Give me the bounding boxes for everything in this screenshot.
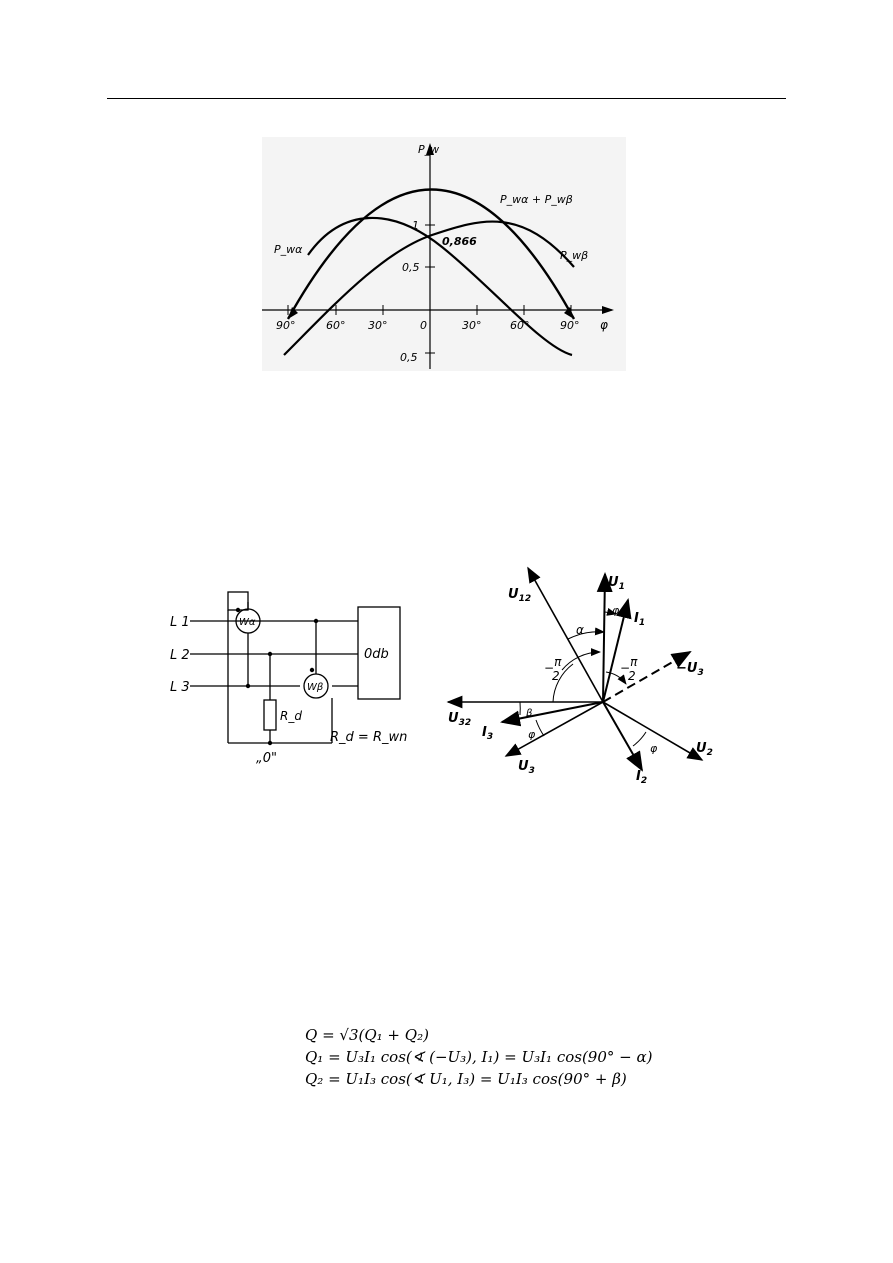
curve-sum <box>286 188 576 320</box>
formula-q: Q = √3(Q₁ + Q₂) <box>305 1026 429 1044</box>
ytick-05: 0,5 <box>402 261 420 274</box>
ytick-1: 1 <box>412 219 419 232</box>
label-beta: P_wβ <box>560 249 588 262</box>
label-sum: P_wα + P_wβ <box>500 193 573 206</box>
xtick-90-right: 90° <box>560 319 580 332</box>
formula-block: Q = √3(Q₁ + Q₂) Q₁ = U₃I₁ cos(∢ (−U₃), I… <box>305 1024 685 1090</box>
load-label: 0db <box>364 647 389 662</box>
wattmeter-beta: Wβ <box>307 682 324 693</box>
xtick-90-left: 90° <box>276 319 296 332</box>
formula-q1: Q₁ = U₃I₁ cos(∢ (−U₃), I₁) = U₃I₁ cos(90… <box>305 1048 653 1066</box>
power-curves-figure: P_w φ P_wα + P_wβ P_wα P_wβ 0,866 1 0,5 … <box>262 137 626 371</box>
angle-phi-2: φ <box>528 728 536 741</box>
y-axis-label: P_w <box>418 143 439 156</box>
vec-U2: U2 <box>696 741 713 758</box>
vec-I1: I1 <box>634 611 645 628</box>
resistor-label: R_d <box>280 709 302 723</box>
vec-I2: I2 <box>636 769 647 786</box>
xtick-30-right: 30° <box>462 319 482 332</box>
xtick-60-left: 60° <box>326 319 346 332</box>
vec-negU3: −U3 <box>676 661 704 678</box>
intersection-label: 0,866 <box>442 235 477 248</box>
curve-alpha <box>307 216 573 357</box>
ytick-neg05: 0,5 <box>400 351 418 364</box>
wattmeter-circuit: L 1 L 2 L 3 Wα Wβ 0db R_d R_d = R_wn „0" <box>170 591 407 766</box>
vec-I3: I3 <box>482 725 493 742</box>
curve-beta <box>283 220 575 356</box>
xtick-60-right: 60° <box>510 319 530 332</box>
angle-beta: β <box>525 708 533 719</box>
relation-label: R_d = R_wn <box>330 730 407 745</box>
line-label-3: L 3 <box>170 680 190 695</box>
line-label-1: L 1 <box>170 615 190 630</box>
label-alpha: P_wα <box>274 243 303 256</box>
x-axis-symbol: φ <box>600 318 608 332</box>
vec-U1: U1 <box>608 575 625 592</box>
formula-q2: Q₂ = U₁I₃ cos(∢ U₁, I₃) = U₁I₃ cos(90° +… <box>305 1070 627 1088</box>
vec-U12: U12 <box>508 587 531 604</box>
angle-phi-1: φ <box>612 604 620 617</box>
vec-U3: U3 <box>518 759 535 776</box>
line-label-2: L 2 <box>170 648 190 663</box>
xtick-30-left: 30° <box>368 319 388 332</box>
angle-phi-3: φ <box>650 742 658 755</box>
wattmeter-alpha: Wα <box>239 617 256 628</box>
vec-U32: U32 <box>448 711 471 728</box>
xtick-0: 0 <box>420 319 427 332</box>
angle-alpha: α <box>576 623 584 637</box>
header-rule <box>107 98 786 99</box>
neutral-label: „0" <box>256 751 277 766</box>
